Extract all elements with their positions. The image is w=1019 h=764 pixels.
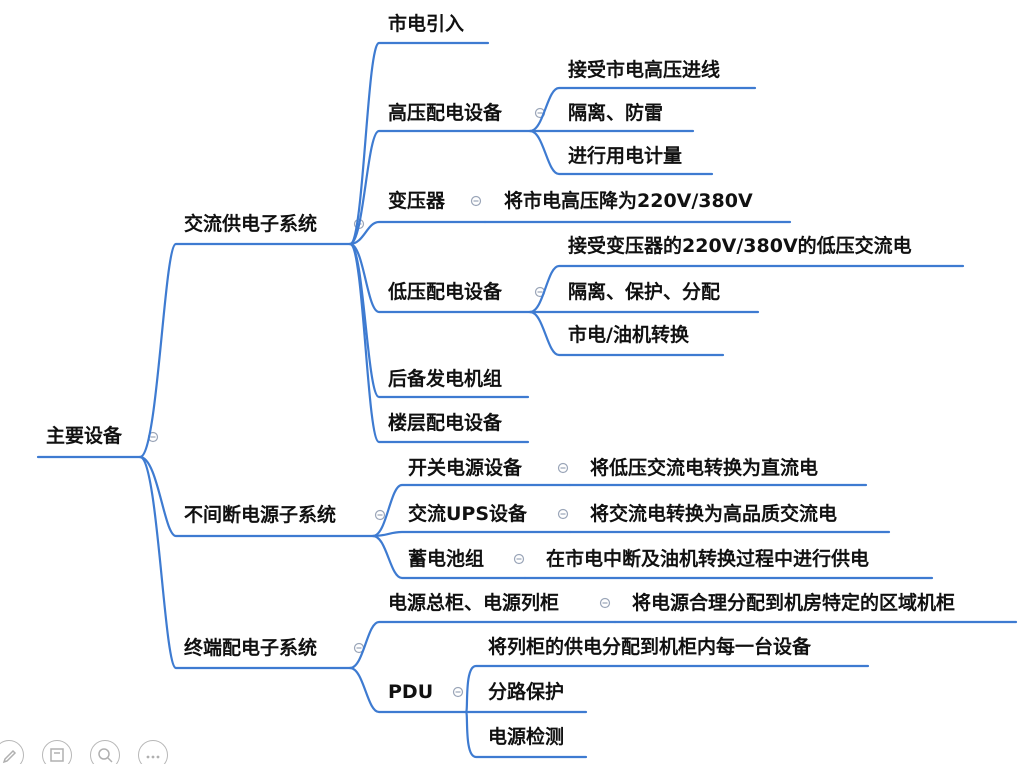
pdu-link-0 bbox=[464, 664, 870, 714]
leaf-pdu-protect[interactable]: 分路保护 bbox=[488, 681, 565, 703]
node-main-cabinet[interactable]: 电源总柜、电源列柜 bbox=[388, 592, 560, 614]
branch-ac-supply[interactable]: 交流供电子系统 bbox=[184, 213, 318, 235]
lv-link-2 bbox=[528, 310, 725, 357]
leaf-ups-desc[interactable]: 将交流电转换为高品质交流电 bbox=[590, 503, 838, 525]
term-link-0 bbox=[348, 620, 617, 670]
leaf-pdu-distribute[interactable]: 将列柜的供电分配到机柜内每一台设备 bbox=[488, 636, 812, 658]
node-hv-distribution[interactable]: 高压配电设备 bbox=[388, 102, 503, 124]
node-transformer[interactable]: 变压器 bbox=[388, 190, 446, 212]
zoom-icon[interactable] bbox=[90, 740, 120, 764]
node-mains-input[interactable]: 市电引入 bbox=[388, 13, 465, 35]
ups-link-0 bbox=[371, 483, 572, 538]
term-link-1 bbox=[348, 666, 468, 714]
leaf-cabinet-desc[interactable]: 将电源合理分配到机房特定的区域机柜 bbox=[632, 592, 956, 614]
pdu-collapse-toggle[interactable] bbox=[452, 686, 464, 698]
root-link-2 bbox=[138, 455, 352, 670]
ac-link-1 bbox=[348, 129, 532, 246]
leaf-transformer-desc[interactable]: 将市电高压降为220V/380V bbox=[504, 190, 753, 212]
cabinet-collapse-toggle[interactable] bbox=[599, 597, 611, 609]
root-link-1 bbox=[138, 455, 375, 538]
ac-link-0 bbox=[348, 41, 490, 246]
leaf-hv-isolation[interactable]: 隔离、防雷 bbox=[568, 102, 664, 124]
pen-icon[interactable] bbox=[0, 740, 24, 764]
leaf-battery-desc[interactable]: 在市电中断及油机转换过程中进行供电 bbox=[546, 548, 870, 570]
switching-collapse-toggle[interactable] bbox=[557, 462, 569, 474]
more-icon[interactable] bbox=[138, 740, 168, 764]
transformer-collapse-toggle[interactable] bbox=[470, 195, 482, 207]
node-backup-generator[interactable]: 后备发电机组 bbox=[388, 368, 503, 390]
node-ac-ups[interactable]: 交流UPS设备 bbox=[408, 503, 528, 525]
node-switching-power[interactable]: 开关电源设备 bbox=[408, 457, 523, 479]
ac-link-3 bbox=[348, 242, 532, 314]
ups-link-2 bbox=[371, 534, 527, 580]
branch-terminal[interactable]: 终端配电子系统 bbox=[184, 637, 318, 659]
node-lv-distribution[interactable]: 低压配电设备 bbox=[388, 281, 503, 303]
leaf-lv-protection[interactable]: 隔离、保护、分配 bbox=[568, 281, 721, 303]
branch-ups-collapse-toggle[interactable] bbox=[374, 509, 386, 521]
leaf-switching-desc[interactable]: 将低压交流电转换为直流电 bbox=[590, 457, 819, 479]
leaf-hv-metering[interactable]: 进行用电计量 bbox=[568, 145, 683, 167]
node-floor-distribution[interactable]: 楼层配电设备 bbox=[388, 412, 503, 434]
battery-collapse-toggle[interactable] bbox=[513, 553, 525, 565]
root-link-0 bbox=[138, 242, 352, 459]
branch-ups[interactable]: 不间断电源子系统 bbox=[184, 504, 337, 526]
node-battery[interactable]: 蓄电池组 bbox=[408, 548, 485, 570]
leaf-pdu-monitor[interactable]: 电源检测 bbox=[488, 726, 565, 748]
hv-link-2 bbox=[528, 129, 714, 176]
root-collapse-toggle[interactable] bbox=[147, 431, 159, 443]
ups-link-1 bbox=[371, 530, 572, 538]
leaf-hv-input[interactable]: 接受市电高压进线 bbox=[568, 59, 721, 81]
leaf-lv-switchover[interactable]: 市电/油机转换 bbox=[568, 324, 689, 346]
root-node[interactable]: 主要设备 bbox=[46, 425, 123, 447]
lv-link-0 bbox=[528, 264, 965, 314]
leaf-lv-input[interactable]: 接受变压器的220V/380V的低压交流电 bbox=[568, 235, 912, 257]
pdu-link-2 bbox=[464, 710, 588, 759]
node-pdu[interactable]: PDU bbox=[388, 681, 434, 703]
acups-collapse-toggle[interactable] bbox=[557, 508, 569, 520]
hv-link-0 bbox=[528, 86, 757, 133]
ac-link-5 bbox=[348, 242, 530, 444]
ac-link-2 bbox=[348, 220, 487, 246]
slides-icon[interactable] bbox=[42, 740, 72, 764]
